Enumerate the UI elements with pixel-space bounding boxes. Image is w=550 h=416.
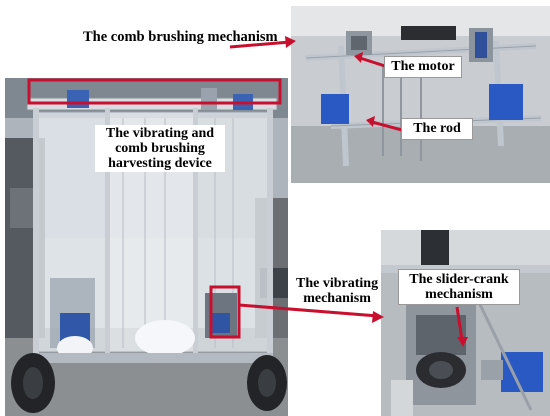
slider-crank-photo [381,230,550,416]
rod-label: The rod [401,118,473,140]
slider-crank-label: The slider-crank mechanism [398,269,520,306]
device-label-line-3: harvesting device [108,156,212,172]
comb-brushing-mechanism-label: The comb brushing mechanism [83,29,278,45]
motor-rod-photo [291,6,550,183]
slider-label-line-2: mechanism [425,287,493,303]
device-label-line-1: The vibrating and [105,126,215,141]
vibrating-label-line-1: The vibrating [296,276,379,291]
vibrating-label-line-2: mechanism [303,291,371,307]
motor-rod-illustration [291,6,550,183]
device-label-line-2: comb brushing [115,141,205,157]
motor-label: The motor [384,56,462,78]
slider-crank-illustration [381,230,550,416]
slider-label-line-1: The slider-crank [409,272,509,287]
device-label: The vibrating and comb brushing harvesti… [95,125,225,173]
vibrating-mechanism-label: The vibrating mechanism [296,276,378,307]
